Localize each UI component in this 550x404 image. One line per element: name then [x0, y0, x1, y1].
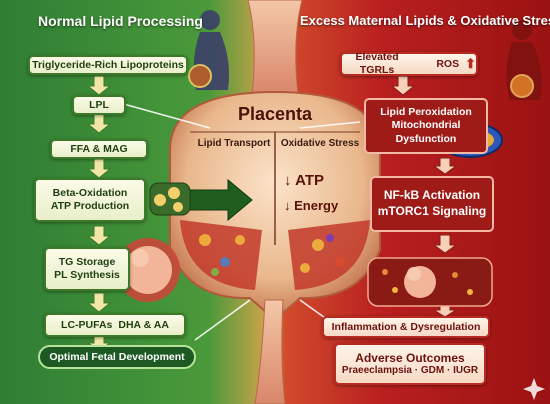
arrow-left-2	[86, 113, 112, 134]
box-nfkb-mtorc1: NF-kB Activation mTORC1 Signaling	[370, 176, 494, 232]
label-dysfunction: Dysfunction	[395, 132, 457, 145]
fetus-left-illustration	[116, 238, 180, 302]
umbilical-cord-top	[247, 0, 303, 96]
box-tg-storage: TG Storage PL Synthesis	[44, 247, 130, 291]
energy-decrease-label: ↓ Energy	[284, 198, 339, 213]
arrow-left-4	[86, 225, 112, 246]
label-tg-storage: TG Storage	[58, 256, 116, 269]
box-adverse-outcomes: Adverse Outcomes Praeeclampsia · GDM · I…	[334, 343, 486, 385]
label-adverse-outcomes: Adverse Outcomes	[355, 350, 465, 365]
label-beta-oxidation: Beta-Oxidation	[52, 187, 128, 200]
label-atp-production: ATP Production	[50, 200, 130, 212]
box-triglyceride-rich-lipoproteins: Triglyceride-Rich Lipoproteins	[28, 55, 188, 75]
box-inflammation: Inflammation & Dysregulation	[322, 316, 490, 338]
label-pl-synthesis: PL Synthesis	[54, 269, 120, 281]
label-ros: ROS	[436, 57, 460, 70]
lipid-droplets	[149, 182, 191, 216]
box-lpl: LPL	[72, 95, 126, 115]
pregnant-woman-left-icon	[188, 10, 229, 90]
atp-decrease-label: ↓ ATP	[284, 172, 324, 189]
label-lc-pufas: LC-PUFAs	[61, 318, 113, 331]
label-elevated-tgrls: Elevated TGRLs	[355, 51, 399, 76]
box-lipid-peroxidation: Lipid Peroxidation Mitochondrial Dysfunc…	[364, 98, 488, 154]
green-arrow	[184, 178, 253, 222]
arrow-left-3	[86, 158, 112, 179]
arrow-left-1	[86, 75, 112, 96]
label-nfkb: NF-kB Activation	[383, 188, 481, 203]
umbilical-cord-bottom	[254, 299, 286, 404]
label-outcome-list: Praeeclampsia · GDM · IUGR	[341, 365, 479, 377]
arrow-right-3	[432, 234, 458, 254]
box-elevated-tgrls: Elevated TGRLs ROS ⬆	[340, 51, 478, 76]
box-beta-oxidation: Beta-Oxidation ATP Production	[34, 178, 146, 222]
left-title: Normal Lipid Processing	[38, 13, 203, 29]
lipid-transport-label: Lipid Transport	[197, 138, 271, 149]
arrow-right-1	[390, 75, 416, 96]
box-ffa-mag: FFA & MAG	[50, 139, 148, 159]
placenta-title: Placenta	[237, 104, 313, 124]
up-arrow-icon: ⬆	[465, 56, 476, 72]
placenta-lobe-right	[288, 220, 370, 290]
box-optimal-fetal-development: Optimal Fetal Development	[38, 345, 196, 369]
sparkle-icon	[523, 378, 545, 400]
box-lc-pufas: LC-PUFAs DHA & AA	[44, 313, 186, 337]
label-dha-aa: DHA & AA	[118, 318, 169, 331]
right-title: Excess Maternal Lipids & Oxidative Stres…	[300, 13, 550, 28]
arrow-left-5	[86, 292, 112, 313]
pregnant-woman-right-icon	[506, 20, 542, 100]
label-mtorc1: mTORC1 Signaling	[377, 204, 487, 218]
label-mitochondrial: Mitochondrial	[391, 119, 461, 132]
label-lipid-peroxidation: Lipid Peroxidation	[380, 105, 472, 118]
arrow-right-2	[432, 157, 458, 175]
placenta-particles	[199, 234, 345, 276]
fetus-right-illustration	[367, 257, 493, 307]
oxidative-stress-label: Oxidative Stress	[280, 138, 360, 149]
